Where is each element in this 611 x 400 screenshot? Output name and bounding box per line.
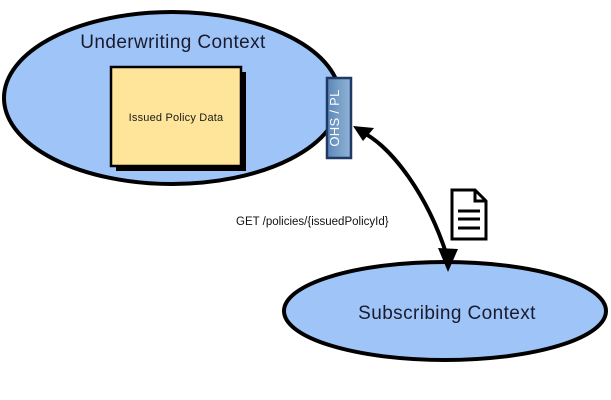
relationship-arrowhead-end — [438, 248, 458, 272]
document-icon — [450, 188, 488, 241]
relationship-arrow-curve — [358, 129, 449, 258]
relationship-arrow[interactable] — [353, 126, 458, 272]
aggregate-box-label: Issued Policy Data — [129, 112, 224, 124]
underwriting-context-label: Underwriting Context — [80, 32, 266, 53]
document-icon-fold — [473, 190, 486, 203]
aggregate-issued-policy-data[interactable]: Issued Policy Data — [109, 65, 246, 171]
context-subscribing[interactable]: Subscribing Context — [282, 260, 608, 362]
aggregate-box-shape — [109, 65, 243, 168]
document-icon-outline — [450, 188, 488, 241]
port-ohs-pl[interactable]: OHS / PL — [325, 76, 353, 160]
subscribing-context-label: Subscribing Context — [358, 303, 536, 324]
ohs-pl-box-shape — [325, 76, 353, 160]
ohs-pl-label: OHS / PL — [327, 89, 342, 146]
relationship-arrowhead-start — [353, 126, 374, 141]
relationship-label: GET /policies/{issuedPolicyId} — [236, 216, 389, 228]
